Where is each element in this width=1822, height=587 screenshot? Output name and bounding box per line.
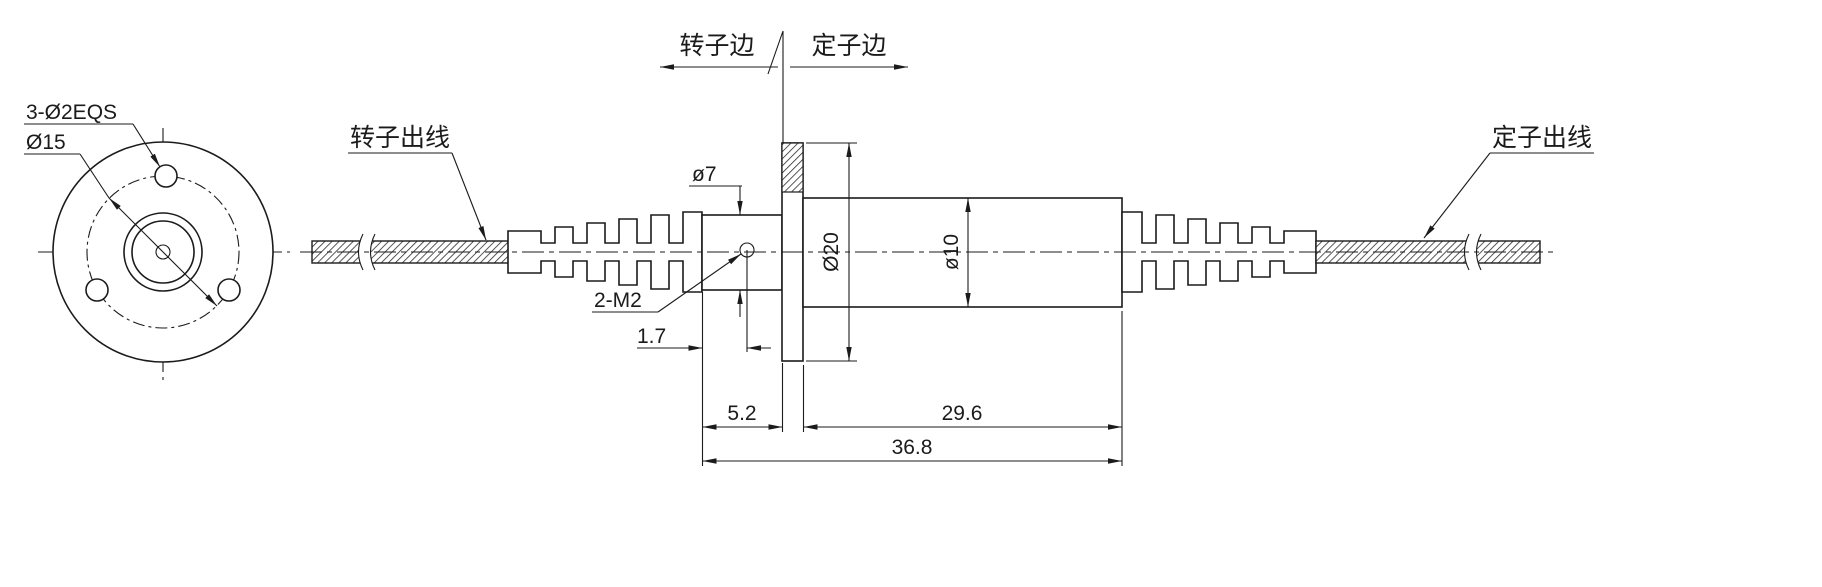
side-view: 转子边 定子边 转子出线 定子出线 ø7 2-M2 [300, 30, 1594, 466]
callout-mount-holes: 3-Ø2EQS [24, 101, 161, 168]
bolt-circle-label: Ø15 [26, 131, 66, 154]
dim-body-length: 29.6 [803, 402, 1122, 430]
dim-shaft-dia: ø7 [689, 163, 743, 317]
dim-body-dia: ø10 [940, 198, 971, 307]
stator-side-label: 定子边 [811, 32, 886, 60]
mount-holes-leader [132, 123, 161, 168]
extension-lines [701, 142, 1123, 466]
dim-shaft-length: 5.2 [702, 402, 783, 430]
screw-leader [657, 253, 742, 313]
total-length-text: 36.8 [892, 436, 933, 459]
mount-holes-label: 3-Ø2EQS [26, 101, 117, 124]
dim-flange-dia: Ø20 [820, 143, 852, 361]
mount-hole-right [217, 278, 241, 302]
callout-bolt-circle: Ø15 [24, 131, 218, 307]
hole-offset-text: 1.7 [637, 325, 666, 348]
stator-cable-break-gap [1464, 234, 1481, 270]
stator-wire-label: 定子出线 [1492, 124, 1592, 152]
bolt-circle-dashed [86, 175, 240, 329]
dim-total-length: 36.8 [702, 436, 1122, 464]
dim-hole-offset: 1.7 [637, 325, 771, 351]
callout-screw: 2-M2 [592, 253, 742, 313]
bolt-circle-diameter-line [108, 197, 218, 307]
rotor-side-label: 转子边 [679, 32, 754, 60]
body-dia-text: ø10 [940, 234, 963, 270]
stator-wire-leader [1423, 152, 1491, 239]
callout-rotor-wire: 转子出线 [348, 124, 487, 241]
bolt-circle-leader [79, 153, 110, 199]
side-header: 转子边 定子边 [660, 30, 908, 143]
flange-hatched-section [781, 142, 804, 193]
body-length-text: 29.6 [942, 402, 983, 425]
screw-spec-text: 2-M2 [594, 289, 642, 312]
mount-hole-left [85, 278, 109, 302]
mount-hole-top [154, 164, 178, 188]
shaft-length-text: 5.2 [727, 402, 756, 425]
callout-stator-wire: 定子出线 [1423, 124, 1594, 239]
rotor-wire-leader [451, 152, 487, 241]
flange-dia-text: Ø20 [820, 232, 843, 272]
side-divider-line [767, 30, 784, 143]
shaft-dia-text: ø7 [692, 163, 717, 186]
front-view: 3-Ø2EQS Ø15 [24, 101, 290, 380]
rotor-wire-label: 转子出线 [350, 124, 450, 152]
